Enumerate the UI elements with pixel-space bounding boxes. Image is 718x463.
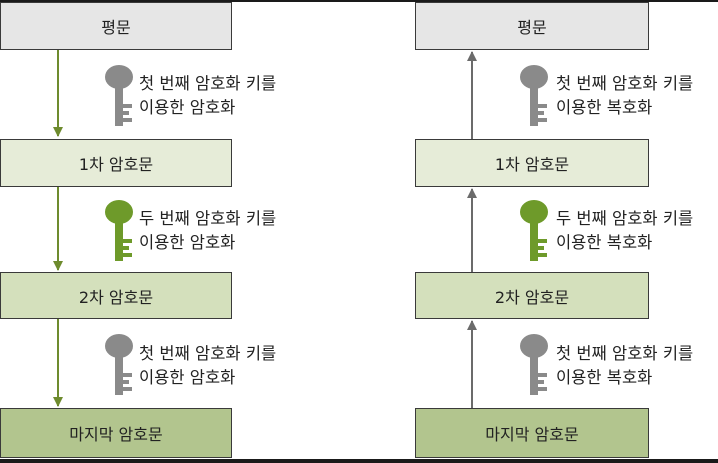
frame-bottom-edge	[0, 459, 718, 463]
dec-final-box: 마지막 암호문	[415, 408, 649, 458]
dec-cipher2-label: 2차 암호문	[494, 287, 570, 307]
enc-final-box: 마지막 암호문	[0, 408, 232, 458]
gray-key-icon	[520, 334, 548, 395]
enc-step1-line2: 이용한 암호화	[139, 98, 236, 117]
dec-plaintext-label: 평문	[517, 18, 547, 37]
dec-step1-line2: 이용한 복호화	[556, 98, 653, 117]
enc-step1-line1: 첫 번째 암호화 키를	[139, 74, 277, 93]
enc-step2-caption: 두 번째 암호화 키를 이용한 암호화	[139, 207, 276, 255]
enc-step3-caption: 첫 번째 암호화 키를 이용한 암호화	[139, 342, 276, 390]
dec-cipher1-label: 1차 암호문	[494, 155, 570, 174]
enc-cipher1-box: 1차 암호문	[0, 139, 232, 187]
dec-step3-line2: 이용한 복호화	[556, 368, 653, 387]
enc-plaintext-label: 평문	[101, 18, 131, 37]
enc-step2-line1: 두 번째 암호화 키를	[139, 209, 277, 228]
enc-step3-line1: 첫 번째 암호화 키를	[139, 344, 277, 363]
dec-step1-line1: 첫 번째 암호화 키를	[556, 74, 694, 93]
dec-step2-line1: 두 번째 암호화 키를	[556, 209, 694, 228]
green-key-icon	[520, 200, 548, 261]
frame-top-edge	[0, 0, 718, 2]
enc-final-label: 마지막 암호문	[69, 425, 163, 444]
enc-cipher1-label: 1차 암호문	[78, 155, 154, 174]
enc-plaintext-box: 평문	[0, 2, 232, 50]
dec-step2-caption: 두 번째 암호화 키를 이용한 복호화	[556, 207, 693, 255]
dec-step3-caption: 첫 번째 암호화 키를 이용한 복호화	[556, 342, 693, 390]
dec-cipher2-box: 2차 암호문	[415, 272, 649, 319]
gray-key-icon	[105, 334, 133, 395]
enc-cipher2-box: 2차 암호문	[0, 272, 232, 319]
gray-key-icon	[520, 65, 548, 126]
dec-step1-caption: 첫 번째 암호화 키를 이용한 복호화	[556, 72, 693, 120]
enc-cipher2-label: 2차 암호문	[78, 287, 154, 307]
enc-step3-line2: 이용한 암호화	[139, 368, 236, 387]
dec-cipher1-box: 1차 암호문	[415, 139, 649, 187]
dec-step2-line2: 이용한 복호화	[556, 233, 653, 252]
green-key-icon	[105, 200, 133, 261]
dec-plaintext-box: 평문	[415, 2, 649, 50]
dec-final-label: 마지막 암호문	[485, 425, 579, 444]
dec-step3-line1: 첫 번째 암호화 키를	[556, 344, 694, 363]
enc-step2-line2: 이용한 암호화	[139, 233, 236, 252]
enc-step1-caption: 첫 번째 암호화 키를 이용한 암호화	[139, 72, 276, 120]
gray-key-icon	[105, 65, 133, 126]
